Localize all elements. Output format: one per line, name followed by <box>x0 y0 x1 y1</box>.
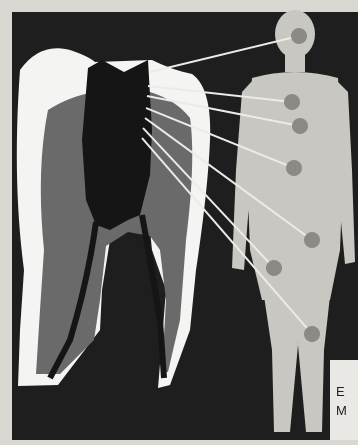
organ-marker-4 <box>286 160 302 176</box>
tooth-pulp <box>82 60 152 230</box>
organ-marker-5 <box>304 232 320 248</box>
caption-line-1: E <box>336 384 345 400</box>
body-neck <box>285 54 305 72</box>
organ-marker-6 <box>266 260 282 276</box>
organ-marker-1 <box>291 28 307 44</box>
organ-marker-2 <box>284 94 300 110</box>
organ-marker-3 <box>292 118 308 134</box>
organ-marker-7 <box>304 326 320 342</box>
caption-line-2: M <box>336 403 347 419</box>
caption-box <box>330 360 358 440</box>
